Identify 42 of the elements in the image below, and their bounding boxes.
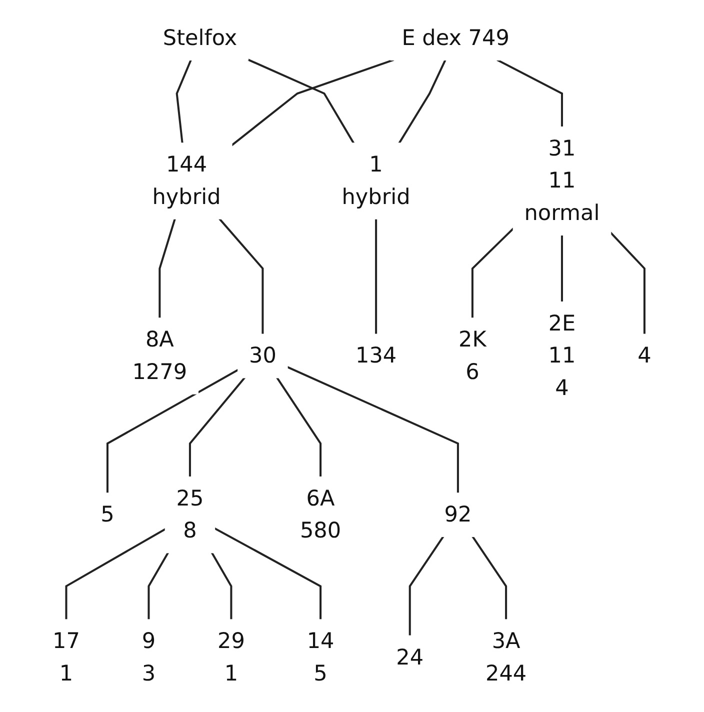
- connector: [231, 58, 394, 146]
- connector: [408, 536, 444, 636]
- node-text: 3A 244: [486, 628, 527, 686]
- node-text: Stelfox: [162, 24, 238, 50]
- node-text: 2K 6: [458, 326, 486, 384]
- node-text: 92: [444, 501, 472, 527]
- node-text: 4: [638, 342, 652, 368]
- node-text: E dex 749: [402, 24, 510, 50]
- connector: [189, 376, 246, 478]
- node-text: 14 5: [306, 628, 334, 686]
- connector: [496, 58, 564, 128]
- connector: [218, 218, 264, 334]
- node-text: 9 3: [142, 628, 156, 686]
- connector: [398, 59, 446, 144]
- connector: [561, 234, 564, 302]
- connector: [214, 527, 322, 620]
- connector: [176, 59, 192, 144]
- connector: [210, 552, 232, 620]
- node-text: 5: [100, 501, 114, 527]
- node-text: 24: [396, 644, 424, 670]
- node-text: 8A 1279: [132, 326, 188, 384]
- connector: [158, 218, 176, 318]
- pedigree-diagram: Stelfox E dex 749 144 hybrid 1 hybrid 31 11 normal 8A 1279 30 134 2K 6 2E 11 4 4 5 25 8 6A 580 92 17 1 9 3 29 1 14 5 24 3A 244: [31, 6, 673, 706]
- connector: [65, 528, 166, 620]
- connector: [286, 366, 460, 494]
- node-text: 144 hybrid: [152, 151, 221, 210]
- connector: [472, 228, 514, 318]
- node-text: 31 11 normal: [524, 135, 600, 226]
- connector: [106, 368, 239, 494]
- node-text: 6A 580: [300, 485, 342, 544]
- node-text: 17 1: [52, 628, 80, 686]
- node-text: 25 8: [176, 485, 204, 544]
- node-text: 1 hybrid: [342, 151, 410, 210]
- connector: [276, 376, 322, 478]
- node-text: 134: [356, 342, 397, 368]
- connector: [248, 58, 355, 144]
- node-text: 29 1: [218, 628, 245, 686]
- node-text: 2E 11 4: [548, 310, 576, 400]
- connector: [375, 218, 378, 334]
- connector: [472, 536, 508, 620]
- connector: [610, 232, 646, 334]
- connector: [148, 552, 170, 620]
